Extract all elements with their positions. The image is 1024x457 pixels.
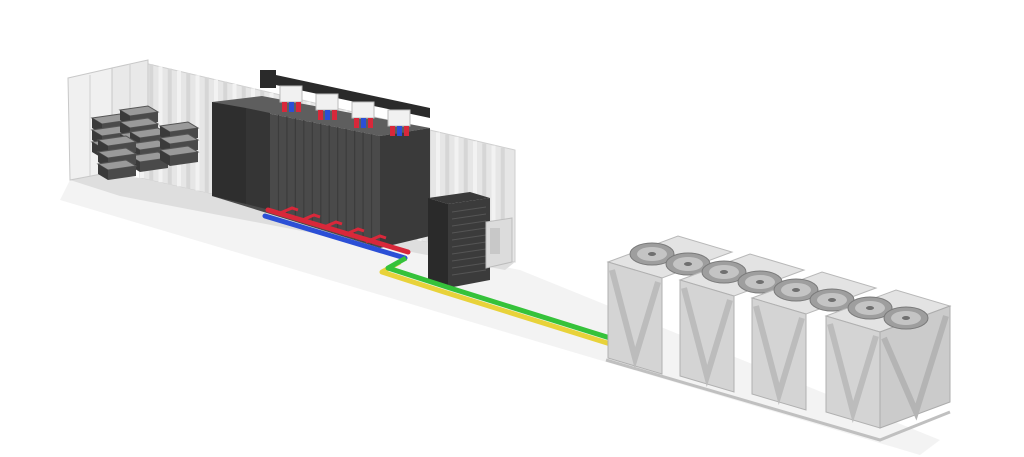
rack-row-icon [212,96,430,248]
dry-cooler-module [606,235,734,375]
crates-icon [90,105,200,180]
manifold-valves [279,85,411,136]
dry-cooler-module [824,289,952,429]
dry-cooler-icon [605,235,952,442]
rack-door-lines [277,114,373,246]
pipe-icon [379,255,643,355]
cdu-grille [451,206,487,276]
pipe-icon [262,206,411,261]
manifold-icon [260,70,430,136]
dry-cooler-module [678,253,806,393]
dry-cooler-module [750,271,878,411]
floor-pipe-loops [277,206,387,244]
cdu-icon [428,192,513,288]
